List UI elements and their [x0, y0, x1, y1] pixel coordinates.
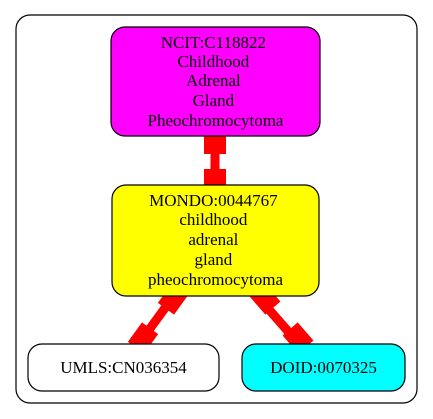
edge-ncit-mondo-tail-marker: [204, 134, 226, 154]
node-mondo-box[interactable]: [111, 184, 320, 297]
node-umls-box[interactable]: [27, 343, 220, 392]
node-mondo[interactable]: MONDO:0044767 childhood adrenal gland ph…: [111, 184, 320, 297]
node-ncit-line-2: Childhood: [177, 52, 249, 71]
svg-text:NCIT:C118822 Childhood: NCIT:C118822 Childhood Adrenal Gland Phe…: [148, 33, 284, 130]
node-mondo-line-2: childhood: [179, 210, 247, 229]
nodes-layer: NCIT:C118822 Childhood Adrenal Gland Phe…: [27, 26, 406, 392]
node-umls[interactable]: UMLS:CN036354: [27, 343, 220, 392]
node-ncit-line-5: Pheochromocytoma: [148, 111, 284, 130]
svg-text:DOID:0070325: DOID:0070325: [270, 358, 377, 377]
node-doid-box[interactable]: [241, 343, 406, 392]
edge-ncit-mondo: [204, 134, 226, 189]
node-ncit-line-1: NCIT:C118822: [161, 33, 266, 52]
node-mondo-line-3: adrenal: [188, 230, 238, 249]
node-mondo-line-4: gland: [194, 250, 232, 269]
node-ncit-line-3: Adrenal: [186, 71, 241, 90]
node-doid[interactable]: DOID:0070325: [241, 343, 406, 392]
node-mondo-line-1: MONDO:0044767: [149, 191, 278, 210]
node-mondo-line-5: pheochromocytoma: [148, 270, 283, 289]
svg-text:UMLS:CN036354: UMLS:CN036354: [60, 358, 187, 377]
node-ncit-box[interactable]: [110, 26, 321, 137]
node-doid-line-1: DOID:0070325: [270, 358, 377, 377]
node-ncit[interactable]: NCIT:C118822 Childhood Adrenal Gland Phe…: [110, 26, 321, 137]
node-ncit-line-4: Gland: [193, 91, 235, 110]
node-umls-line-1: UMLS:CN036354: [60, 358, 187, 377]
edge-ncit-mondo-head-marker: [204, 169, 226, 189]
svg-text:MONDO:0044767 childhoo: MONDO:0044767 childhood adrenal gland ph…: [148, 191, 283, 289]
